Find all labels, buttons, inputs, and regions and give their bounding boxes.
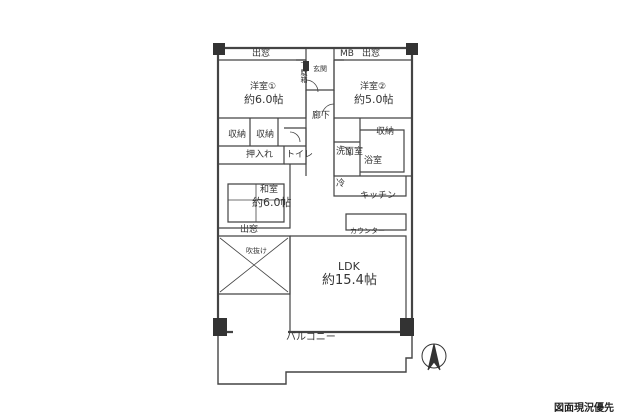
- door-arc-3: [289, 131, 301, 143]
- toilet-walls: [284, 127, 307, 165]
- label-ldk-size: 約15.4帖: [322, 273, 377, 288]
- label-kitchen: キッチン: [360, 191, 397, 201]
- label-fukinuke: 吹抜け: [246, 247, 267, 255]
- column-top-right: [406, 43, 418, 55]
- label-storage-2: 収納: [256, 130, 275, 140]
- label-bathroom: 浴室: [364, 156, 383, 166]
- label-storage-1: 収納: [228, 130, 247, 140]
- label-japanese-size: 約6.0帖: [252, 196, 292, 209]
- label-storage-3: 収納: [376, 127, 395, 137]
- label-genkan: 玄関: [313, 65, 327, 73]
- balcony-outline: [217, 332, 413, 385]
- door-arc-4: [339, 145, 351, 157]
- label-oshiire: 押入れ: [246, 150, 274, 160]
- label-washroom: 洗面室: [336, 147, 364, 157]
- north-arrow-icon: [421, 343, 447, 371]
- label-mb: MB: [340, 49, 354, 59]
- label-counter: カウンター: [350, 227, 385, 235]
- label-toilet: トイレ: [286, 150, 314, 160]
- label-hallway: 廊下: [312, 111, 331, 121]
- label-closet-top-right: 出窓: [362, 49, 381, 59]
- label-shoe-storage: 下駄箱: [300, 62, 308, 83]
- column-bottom-left: [213, 318, 227, 336]
- label-closet-top-left: 出窓: [252, 49, 271, 59]
- hallway-walls: [305, 90, 335, 176]
- footer-note: 図面現況優先: [554, 403, 614, 414]
- ldk-walls: [289, 235, 407, 332]
- label-refrigerator: 冷: [336, 179, 346, 189]
- label-western-right-size: 約5.0帖: [354, 93, 394, 106]
- label-western-right: 洋室②: [360, 82, 387, 92]
- fukinuke-cross: [219, 237, 289, 293]
- door-arc-1: [305, 79, 319, 93]
- column-mid: [303, 61, 309, 71]
- label-ldk: LDK: [338, 260, 360, 273]
- tatami-lines: [228, 184, 284, 222]
- japanese-walls: [217, 164, 291, 229]
- counter-shape: [345, 213, 407, 231]
- column-bottom-right: [400, 318, 414, 336]
- door-arc-2: [321, 103, 335, 117]
- label-western-left: 洋室①: [250, 82, 277, 92]
- label-window-bottom: 出窓: [240, 225, 259, 235]
- label-japanese: 和室: [260, 185, 279, 195]
- oshiire-walls: [217, 146, 285, 165]
- label-western-left-size: 約6.0帖: [244, 93, 284, 106]
- label-balcony: バルコニー: [286, 332, 336, 343]
- bath-walls: [360, 129, 405, 173]
- column-top-left: [213, 43, 225, 55]
- kitchen-walls: [333, 176, 407, 197]
